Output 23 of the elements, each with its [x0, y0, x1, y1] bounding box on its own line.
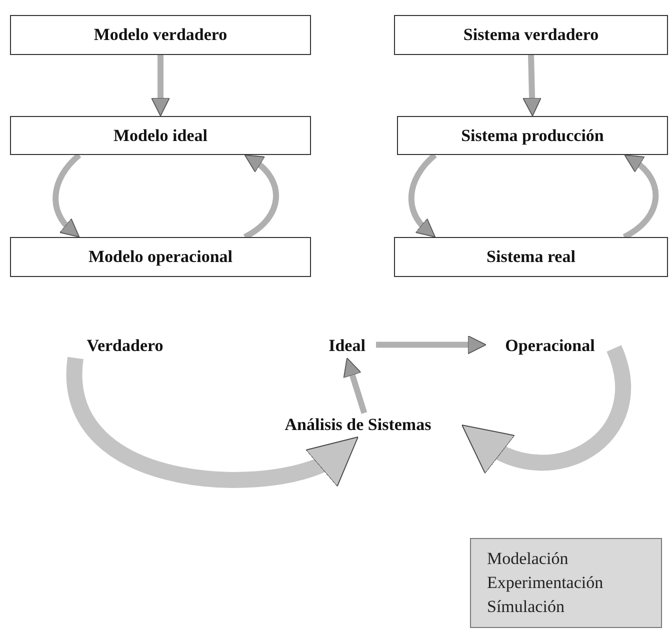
arrow: [343, 358, 368, 414]
node-label: Operacional: [486, 334, 614, 358]
node-label: Verdadero: [70, 334, 180, 358]
process-box: Modelo operacional: [10, 237, 311, 277]
arrow: [460, 346, 631, 474]
process-box: Modelo ideal: [10, 116, 311, 155]
arrow: [376, 335, 486, 354]
arrow: [522, 54, 542, 116]
arrow: [622, 154, 659, 240]
arrow: [408, 152, 437, 238]
arrow: [243, 154, 279, 240]
arrow: [151, 55, 170, 116]
note-text: Símulación: [487, 596, 564, 618]
node-label: Análisis de Sistemas: [254, 413, 462, 437]
note-text: Experimentación: [487, 572, 604, 594]
process-box: Sistema verdadero: [394, 15, 668, 55]
note-box: [470, 538, 662, 628]
process-box: Sistema producción: [397, 116, 668, 155]
note-text: Modelación: [487, 548, 568, 570]
arrow: [52, 152, 82, 238]
node-label: Ideal: [318, 334, 376, 358]
process-box: Sistema real: [394, 237, 668, 277]
process-box: Modelo verdadero: [10, 15, 311, 55]
